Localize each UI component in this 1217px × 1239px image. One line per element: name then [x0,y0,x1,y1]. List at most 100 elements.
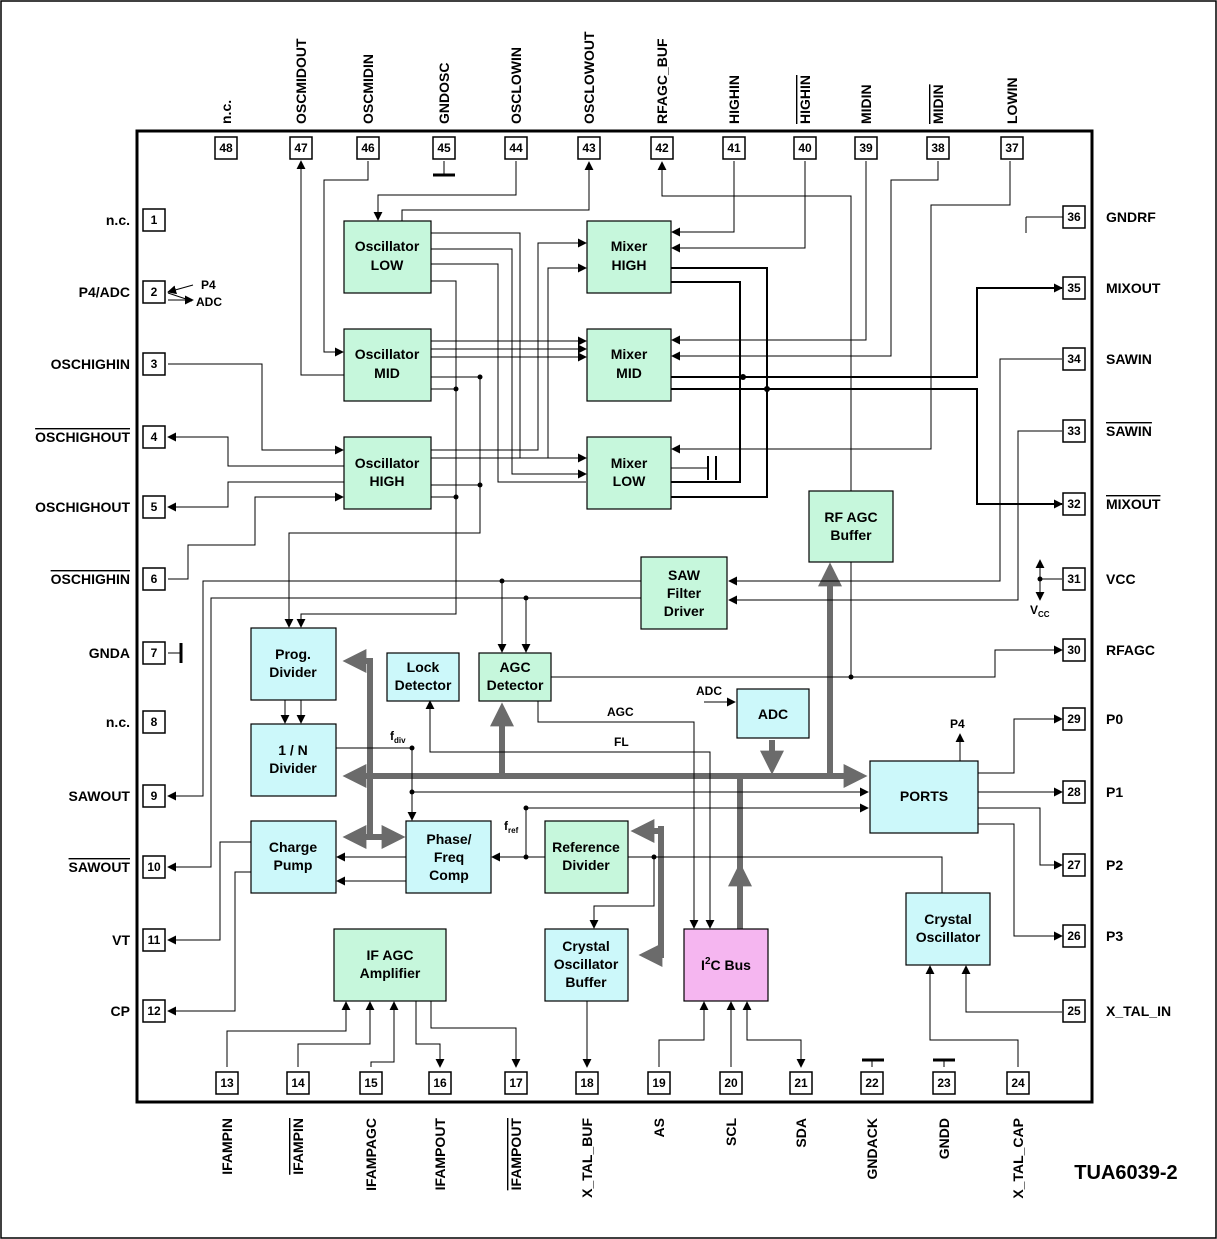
pin-label: SAWIN [1106,423,1152,439]
pin-25: 25 X_TAL_IN [1062,999,1171,1023]
block-label: MID [616,365,642,381]
ports-block: PORTS [869,760,979,834]
block-label: Lock [407,659,440,675]
pin-label: OSCMIDIN [360,54,376,124]
n-divider-block: 1 / N Divider [250,723,337,797]
rf-agc-buffer-block: RF AGC Buffer [808,490,894,563]
block-label: I2C Bus [701,956,751,973]
block-label: RF AGC [824,509,877,525]
pin-label: X_TAL_IN [1106,1003,1171,1019]
pin-number: 15 [364,1076,378,1090]
pin-number: 37 [1005,141,1019,155]
pin-number: 43 [582,141,596,155]
pin-label: MIDIN [930,84,946,124]
pin-label: MIXOUT [1106,496,1161,512]
block-label: Pump [274,857,313,873]
pin-label: OSCHIGHOUT [35,499,130,515]
block-label: Detector [395,677,452,693]
pin-label: SAWOUT [69,788,131,804]
signal-label-fref: fref [504,819,519,835]
prog-divider-block: Prog. Divider [250,627,337,701]
pin-label: GNDOSC [436,63,452,124]
signal-labels: P4 ADC ADC P4 AGC FL fdiv fref VCC [196,278,1050,835]
block-label: Oscillator [355,346,420,362]
pin-number: 33 [1067,424,1081,438]
pin-number: 24 [1011,1076,1025,1090]
pin-number: 46 [361,141,375,155]
pin-24: 24X_TAL_CAP [1006,1071,1030,1199]
pin-label: GNDACK [864,1118,880,1179]
pin-label: VT [112,932,130,948]
pin-label: P1 [1106,784,1123,800]
block-label: Mixer [611,346,648,362]
block-label: Amplifier [360,965,421,981]
block-label: Freq [434,849,464,865]
block-label: Comp [429,867,469,883]
pin-number: 4 [151,430,158,444]
mixer-high-block: Mixer HIGH [586,220,672,294]
block-label: Mixer [611,455,648,471]
oscillator-low-block: Oscillator LOW [343,220,432,294]
pin-number: 30 [1067,643,1081,657]
block-label: Oscillator [916,929,981,945]
signal-label-fdiv: fdiv [390,729,406,745]
pin-label: n.c. [218,100,234,124]
pin-label: P3 [1106,928,1123,944]
pin-number: 13 [220,1076,234,1090]
pin-number: 6 [151,572,158,586]
block-label: Detector [487,677,544,693]
pin-5: 5 OSCHIGHOUT [35,495,166,519]
block-label: Divider [269,760,317,776]
pin-label: IFAMPIN [219,1118,235,1175]
signal-label-vcc: VCC [1030,603,1050,619]
pin-number: 35 [1067,281,1081,295]
pin-label: OSCHIGHIN [51,356,130,372]
pin-number: 27 [1067,858,1081,872]
pin-number: 44 [509,141,523,155]
pin-number: 26 [1067,929,1081,943]
pin-number: 25 [1067,1004,1081,1018]
pin-33: 33 SAWIN [1062,419,1152,443]
pin-2: 2P4/ADC [79,280,166,304]
pin-label: VCC [1106,571,1136,587]
pin-number: 18 [580,1076,594,1090]
block-label: Crystal [924,911,971,927]
block-label: Oscillator [355,455,420,471]
pin-number: 17 [509,1076,523,1090]
pin-number: 14 [291,1076,305,1090]
pin-1: 1n.c. [106,208,166,232]
block-label: IF AGC [367,947,414,963]
pin-number: 39 [859,141,873,155]
pin-number: 3 [151,357,158,371]
pin-number: 5 [151,500,158,514]
crystal-oscillator-block: Crystal Oscillator [905,892,991,966]
oscillator-mid-block: Oscillator MID [343,328,432,402]
pin-number: 34 [1067,352,1081,366]
signal-label-p4: P4 [201,278,216,292]
block-label: Phase/ [426,831,471,847]
block-label: PORTS [900,788,948,804]
pin-label: MIDIN [858,84,874,124]
pin-label: LOWIN [1004,77,1020,124]
adc-block: ADC [736,688,810,739]
pin-number: 16 [433,1076,447,1090]
pin-label: P0 [1106,711,1123,727]
